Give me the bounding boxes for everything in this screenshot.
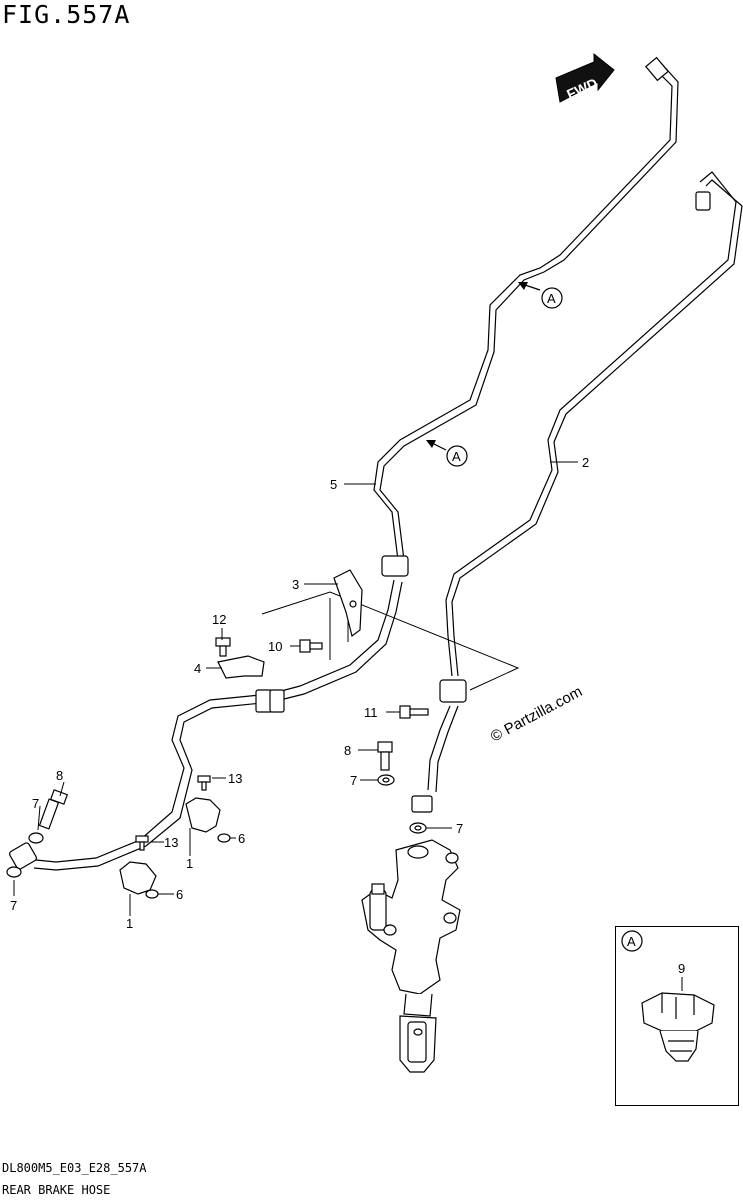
hose-fitting-right	[411, 191, 711, 813]
hose-clip-9[interactable]	[641, 992, 715, 1062]
ref-marker-label: A	[452, 449, 461, 464]
union-bolt-8-right[interactable]	[377, 741, 393, 771]
callout-13-lower: 13	[164, 835, 178, 850]
inset-detail-a: A 9	[615, 926, 739, 1106]
ref-marker-a-1: A	[518, 282, 563, 309]
master-cylinder[interactable]	[361, 839, 461, 1073]
callout-3: 3	[292, 577, 299, 592]
ref-marker-label: A	[547, 291, 556, 306]
callout-9: 9	[678, 961, 685, 976]
bracket-3[interactable]	[333, 569, 363, 638]
callout-7-bottom: 7	[10, 898, 17, 913]
hose-fitting-upper	[8, 56, 669, 870]
callout-8-left: 8	[56, 768, 63, 783]
clamp-4[interactable]	[217, 655, 265, 679]
callout-numbers: 5 2 3 4 12 10 11 8 7 7 8 7 7 13 13 1 6 6…	[10, 455, 589, 931]
inset-ref-marker: A	[621, 930, 643, 952]
callout-2: 2	[582, 455, 589, 470]
callout-1-upper: 1	[186, 856, 193, 871]
callout-4: 4	[194, 661, 201, 676]
clip-1-upper[interactable]	[185, 775, 231, 843]
leader-lines	[13, 461, 578, 916]
callout-7-lower: 7	[456, 821, 463, 836]
union-bolt-8-left[interactable]	[38, 789, 69, 830]
brake-hose-2[interactable]	[427, 171, 743, 793]
callout-6-upper: 6	[238, 831, 245, 846]
bolt-11[interactable]	[399, 705, 429, 719]
clip-1-lower[interactable]	[119, 835, 159, 899]
fwd-arrow-icon: FWD	[555, 52, 615, 103]
callout-7-left: 7	[32, 796, 39, 811]
footer-figure-code: DL800M5_E03_E28_557A	[2, 1161, 147, 1175]
washer-7[interactable]	[6, 774, 427, 878]
callout-13-upper: 13	[228, 771, 242, 786]
callout-7-upper: 7	[350, 773, 357, 788]
figure-title: FIG.557A	[2, 0, 131, 29]
callout-6-lower: 6	[176, 887, 183, 902]
callout-5: 5	[330, 477, 337, 492]
bolt-12[interactable]	[215, 637, 231, 657]
callout-8-right: 8	[344, 743, 351, 758]
ref-marker-a-2: A	[426, 440, 468, 467]
inset-ref-label: A	[627, 934, 636, 949]
callout-1-lower: 1	[126, 916, 133, 931]
partzilla-watermark: © Partzilla.com	[488, 683, 585, 745]
brake-hose-5[interactable]	[33, 61, 679, 871]
callout-12: 12	[212, 612, 226, 627]
callout-10: 10	[268, 639, 282, 654]
bolt-10[interactable]	[299, 639, 323, 653]
footer-description: REAR BRAKE HOSE	[2, 1183, 111, 1197]
callout-11: 11	[364, 705, 378, 720]
